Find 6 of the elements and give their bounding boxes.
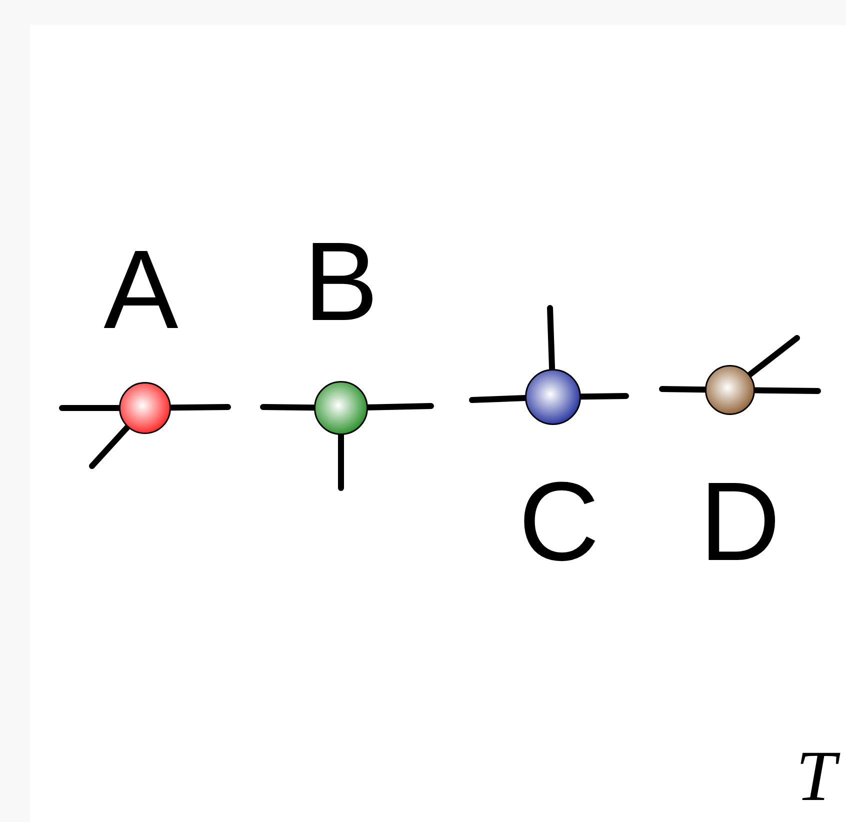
vertex-label: A <box>104 234 178 346</box>
vertex-label: B <box>304 226 378 338</box>
vertex-label: D <box>700 466 780 578</box>
vertex-label: C <box>518 466 600 578</box>
stick-line <box>89 424 130 469</box>
stick-line <box>746 335 800 378</box>
